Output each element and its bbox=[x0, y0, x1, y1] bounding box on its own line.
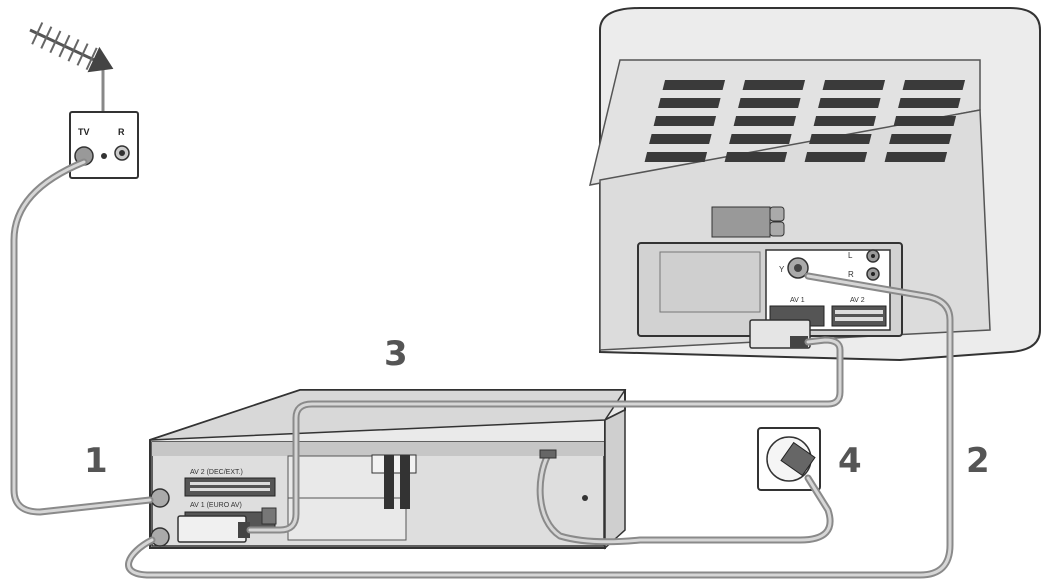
socket-tv-label: TV bbox=[78, 127, 90, 137]
antenna bbox=[29, 22, 114, 112]
television-rear: Y L R AV 1 AV 2 bbox=[588, 7, 1041, 362]
step-number-4: 4 bbox=[838, 441, 862, 481]
wall-antenna-socket: TV R bbox=[69, 111, 139, 179]
step-number-2: 2 bbox=[966, 441, 990, 481]
socket-radio-label: R bbox=[118, 127, 125, 137]
step-number-3: 3 bbox=[384, 334, 408, 374]
tv-audio-left-label: L bbox=[848, 251, 853, 260]
tv-av2-label: AV 2 bbox=[850, 297, 865, 304]
vcr-scart-top-label: AV 2 (DEC/EXT.) bbox=[190, 469, 243, 476]
tv-av1-label: AV 1 bbox=[790, 297, 805, 304]
video-recorder-rear: AV 2 (DEC/EXT.) AV 1 (EURO AV) bbox=[149, 389, 627, 550]
step-number-1: 1 bbox=[84, 441, 108, 481]
tv-vent-grille bbox=[644, 80, 966, 162]
cables bbox=[10, 158, 954, 579]
tv-antenna-symbol: Y bbox=[779, 265, 785, 274]
mains-power-outlet bbox=[757, 427, 821, 491]
vcr-scart-bottom-label: AV 1 (EURO AV) bbox=[190, 502, 242, 509]
tv-audio-right-label: R bbox=[848, 270, 854, 279]
